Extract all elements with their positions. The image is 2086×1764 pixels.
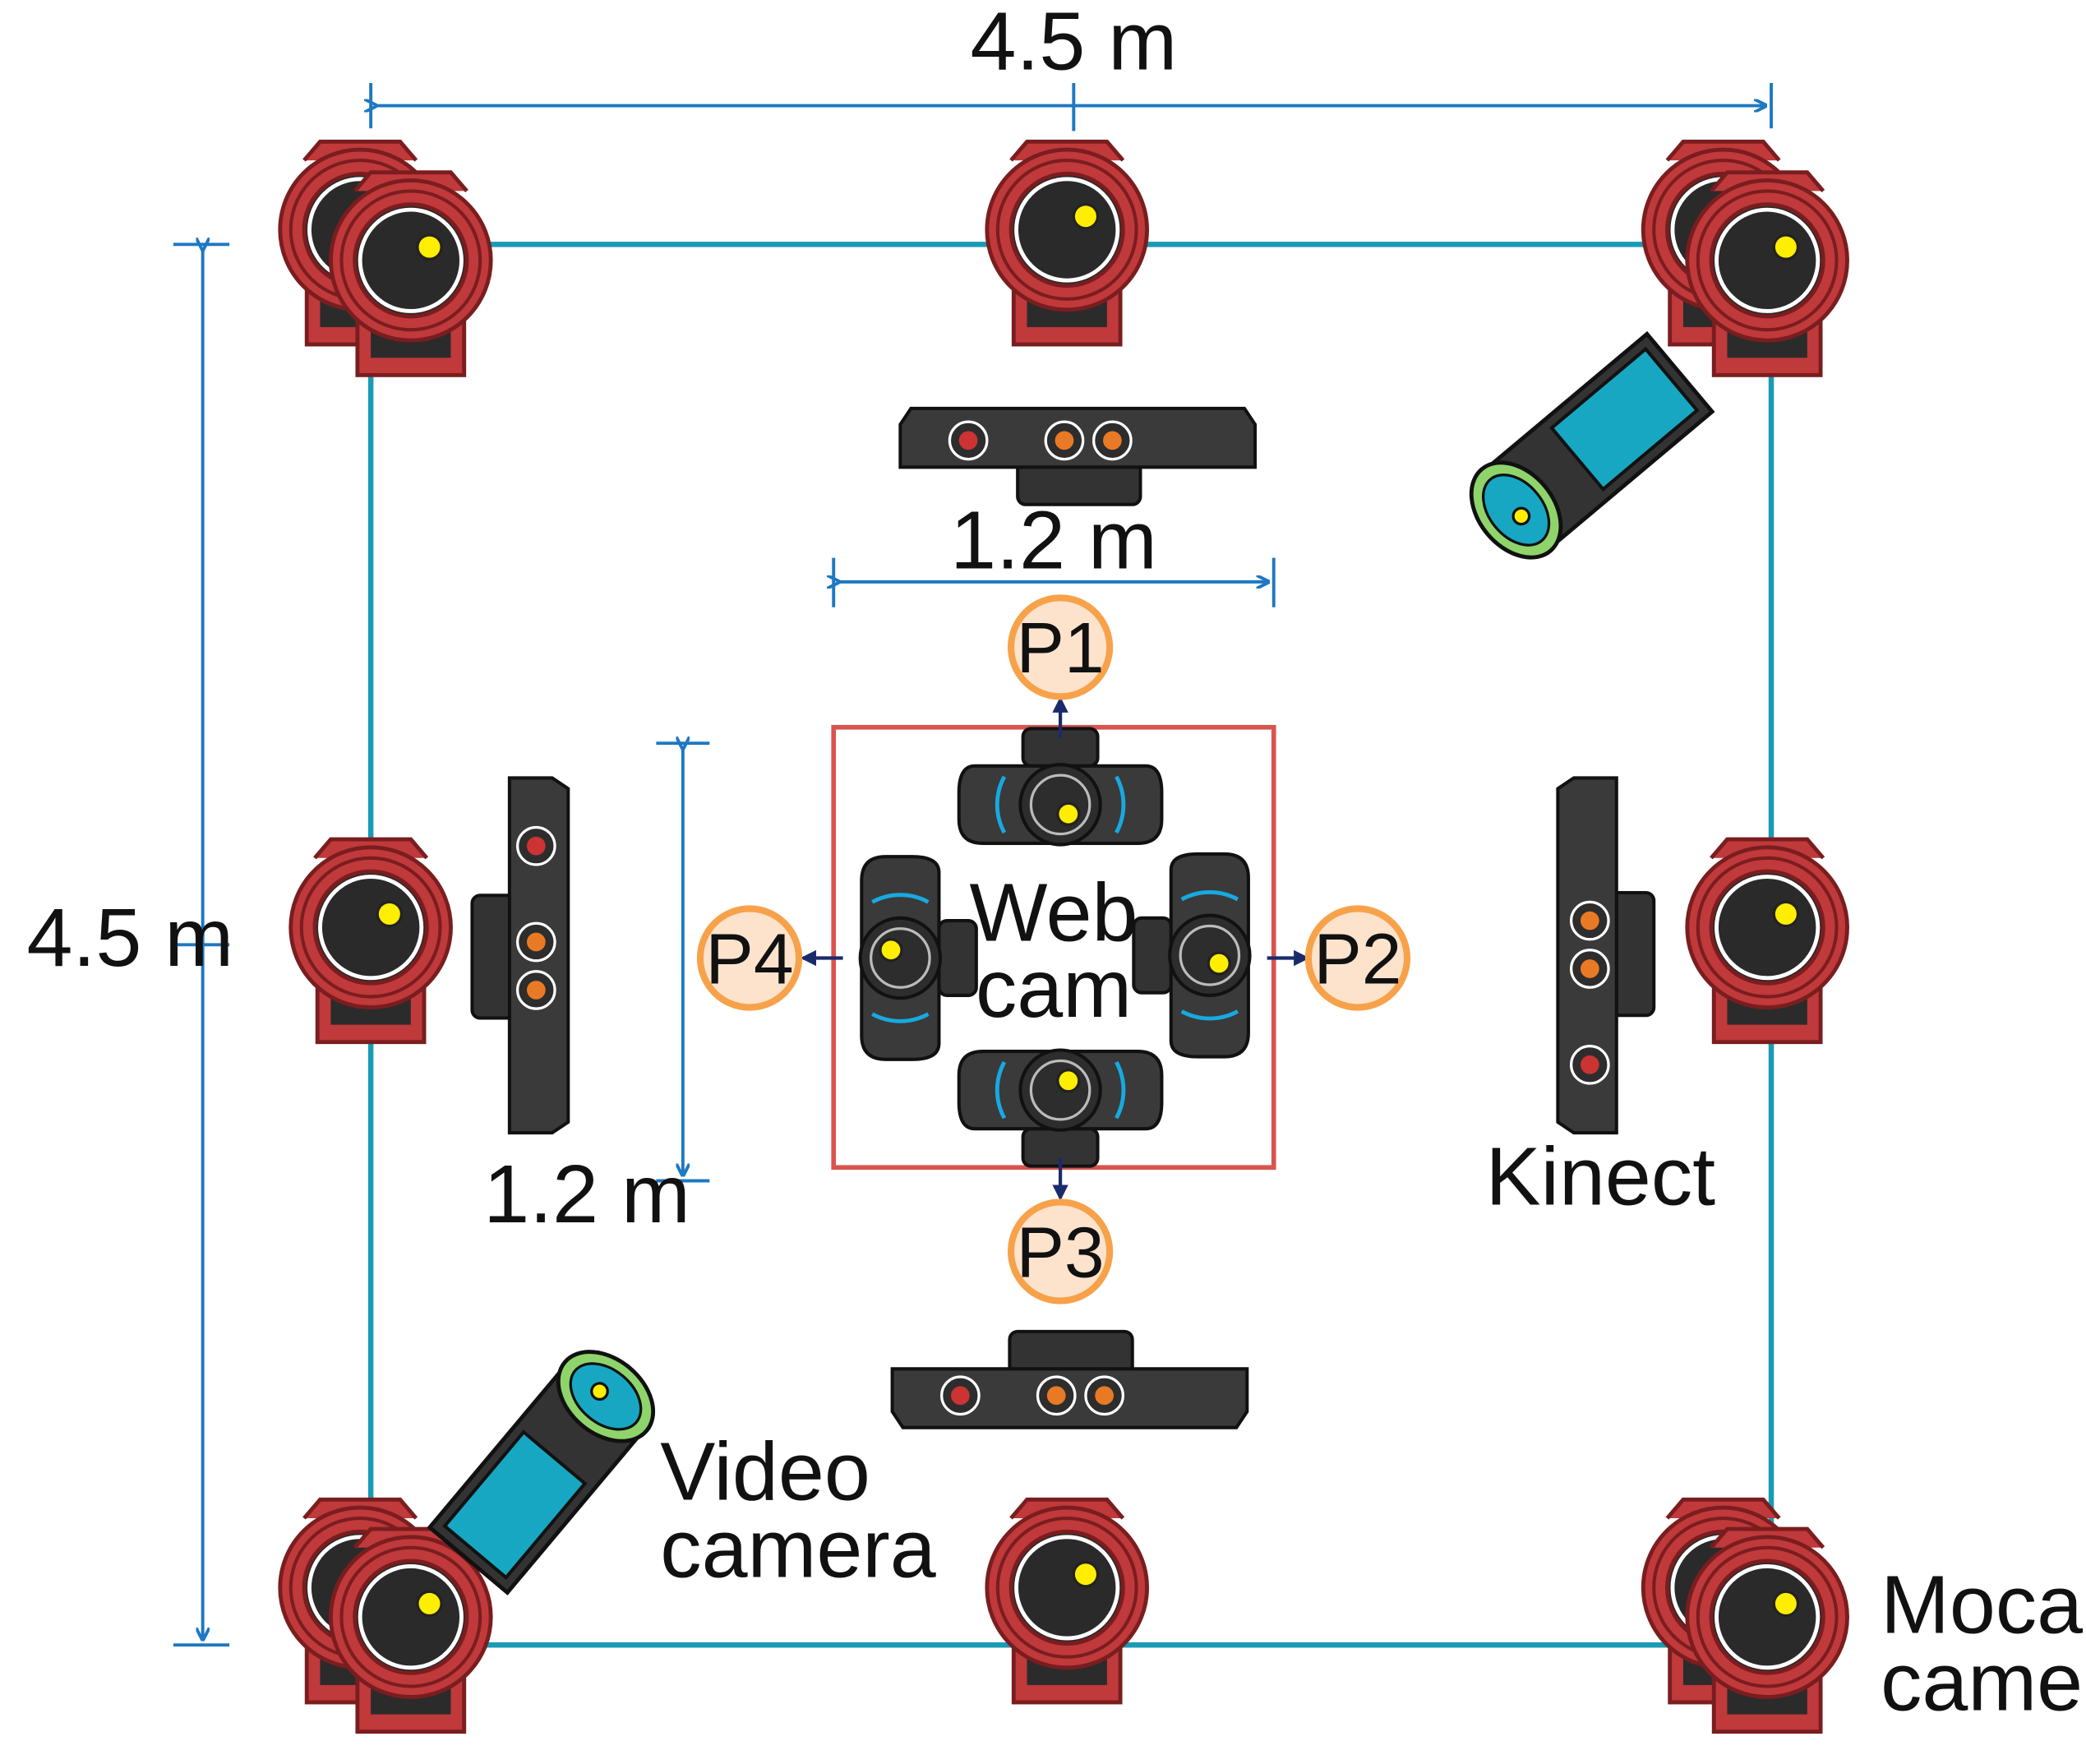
direction-arrows: [800, 696, 1310, 1201]
position-p1-label: P1: [1017, 607, 1105, 688]
position-p3-label: P3: [1017, 1212, 1105, 1292]
webcam-label-line2: cam: [976, 943, 1132, 1035]
kinect-bottom: [893, 1332, 1248, 1428]
outer-width-dimension: [371, 82, 1773, 132]
mocap-camera-bottom-right: [1643, 1499, 1847, 1731]
mocap-camera-top-right: [1643, 141, 1847, 375]
webcam-right: [1133, 854, 1249, 1057]
webcam-label-line1: Web: [969, 866, 1138, 958]
inner-height-label: 1.2 m: [483, 1148, 690, 1240]
outer-height-dimension: [173, 244, 230, 1647]
mocap-camera-middle-left: [291, 839, 451, 1042]
position-p3: P3: [1007, 1198, 1114, 1305]
mocap-camera-top-left: [280, 141, 491, 375]
video-camera-label-line2: camera: [660, 1503, 936, 1595]
video-camera-label-line1: Video: [660, 1425, 870, 1517]
video-camera-bottom-left: [427, 1333, 671, 1594]
mocap-camera-top-center: [987, 141, 1147, 344]
webcam-bottom: [959, 1050, 1162, 1166]
kinect-top: [900, 409, 1255, 505]
kinect-left: [472, 778, 568, 1133]
kinect-label: Kinect: [1486, 1131, 1716, 1223]
webcam-top: [959, 728, 1162, 844]
inner-width-label: 1.2 m: [950, 495, 1157, 587]
mocap-camera-bottom-center: [987, 1499, 1147, 1702]
position-p4-label: P4: [705, 918, 793, 999]
video-camera-top-right: [1453, 332, 1714, 575]
kinect-right: [1558, 778, 1654, 1133]
mocap-camera-middle-right: [1687, 839, 1848, 1042]
inner-height-dimension: [656, 743, 710, 1183]
outer-height-label: 4.5 m: [26, 892, 233, 984]
webcam-left: [861, 857, 976, 1060]
mocap-camera-label-line1: Mocap: [1881, 1559, 2086, 1651]
mocap-camera-label-line2: camera: [1881, 1637, 2086, 1729]
position-p2-label: P2: [1313, 918, 1401, 999]
outer-width-label: 4.5 m: [971, 0, 1178, 88]
inner-width-dimension: [833, 557, 1276, 607]
position-p2: P2: [1304, 905, 1411, 1011]
position-p1: P1: [1007, 594, 1114, 700]
position-p4: P4: [696, 905, 803, 1011]
